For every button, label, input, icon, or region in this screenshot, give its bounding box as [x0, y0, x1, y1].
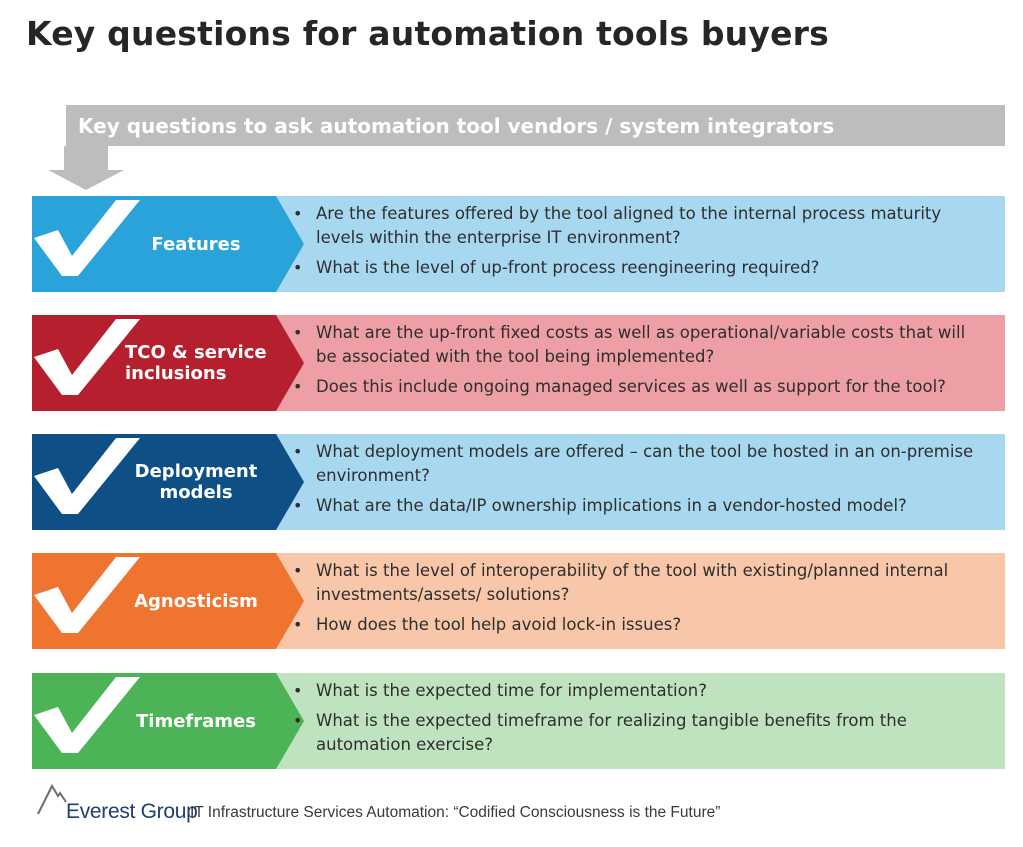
- question-item: • Does this include ongoing managed servi…: [287, 375, 991, 399]
- checkmark-icon: [34, 200, 140, 276]
- question-row: TCO & service inclusions • What are the up…: [32, 315, 1005, 411]
- question-item: • What is the expected timeframe for real…: [287, 709, 991, 757]
- bullet-icon: •: [293, 615, 303, 634]
- question-item: • What are the data/IP ownership implicat…: [287, 494, 991, 518]
- footer-tagline: IT Infrastructure Services Automation: “…: [190, 804, 721, 821]
- question-text: Are the features offered by the tool ali…: [316, 204, 942, 247]
- question-text: How does the tool help avoid lock-in iss…: [316, 615, 682, 634]
- checkmark-icon: [34, 319, 140, 395]
- banner-arrow: [48, 105, 1005, 190]
- category-chevron: TCO & service inclusions: [32, 315, 304, 411]
- bullet-icon: •: [293, 323, 303, 342]
- question-item: • How does the tool help avoid lock-in is…: [287, 613, 991, 637]
- page-title: Key questions for automation tools buyer…: [26, 14, 829, 53]
- bullet-icon: •: [293, 711, 303, 730]
- category-label: Agnosticism: [134, 590, 258, 612]
- question-text: What is the expected time for implementa…: [316, 681, 707, 700]
- question-item: • What is the expected time for implement…: [287, 679, 991, 703]
- category-label: TCO & service inclusions: [125, 342, 267, 384]
- checkmark-icon: [34, 557, 140, 633]
- bullet-icon: •: [293, 496, 303, 515]
- question-row: Features • Are the features offered by the…: [32, 196, 1005, 292]
- category-chevron: Timeframes: [32, 673, 304, 769]
- category-chevron: Deployment models: [32, 434, 304, 530]
- question-text: What is the expected timeframe for reali…: [316, 711, 907, 754]
- everest-logo-icon: [37, 783, 67, 815]
- question-row: Deployment models • What deployment models…: [32, 434, 1005, 530]
- question-list: • What are the up-front fixed costs as we…: [287, 321, 991, 405]
- bullet-icon: •: [293, 204, 303, 223]
- question-text: What is the level of interoperability of…: [316, 561, 949, 604]
- question-text: What are the data/IP ownership implicati…: [316, 496, 907, 515]
- question-list: • What is the level of interoperability o…: [287, 559, 991, 643]
- question-text: What is the level of up-front process re…: [316, 258, 820, 277]
- category-label: Features: [151, 233, 241, 255]
- question-row: Agnosticism • What is the level of interop…: [32, 553, 1005, 649]
- question-text: What deployment models are offered – can…: [316, 442, 974, 485]
- banner-heading: Key questions to ask automation tool ven…: [78, 114, 835, 138]
- category-chevron: Features: [32, 196, 304, 292]
- bullet-icon: •: [293, 681, 303, 700]
- bullet-icon: •: [293, 377, 303, 396]
- question-row: Timeframes • What is the expected time for…: [32, 673, 1005, 769]
- bullet-icon: •: [293, 561, 303, 580]
- question-list: • Are the features offered by the tool al…: [287, 202, 991, 286]
- question-item: • What is the level of interoperability o…: [287, 559, 991, 607]
- question-item: • What are the up-front fixed costs as we…: [287, 321, 991, 369]
- question-list: • What deployment models are offered – ca…: [287, 440, 991, 524]
- question-item: • What is the level of up-front process r…: [287, 256, 991, 280]
- category-label: Deployment models: [134, 461, 258, 503]
- category-chevron: Agnosticism: [32, 553, 304, 649]
- question-item: • What deployment models are offered – ca…: [287, 440, 991, 488]
- brand-name: Everest Group: [66, 800, 198, 823]
- question-text: Does this include ongoing managed servic…: [316, 377, 946, 396]
- checkmark-icon: [34, 677, 140, 753]
- question-item: • Are the features offered by the tool al…: [287, 202, 991, 250]
- question-list: • What is the expected time for implement…: [287, 679, 991, 763]
- checkmark-icon: [34, 438, 140, 514]
- bullet-icon: •: [293, 442, 303, 461]
- bullet-icon: •: [293, 258, 303, 277]
- category-label: Timeframes: [136, 710, 256, 732]
- question-text: What are the up-front fixed costs as wel…: [316, 323, 966, 366]
